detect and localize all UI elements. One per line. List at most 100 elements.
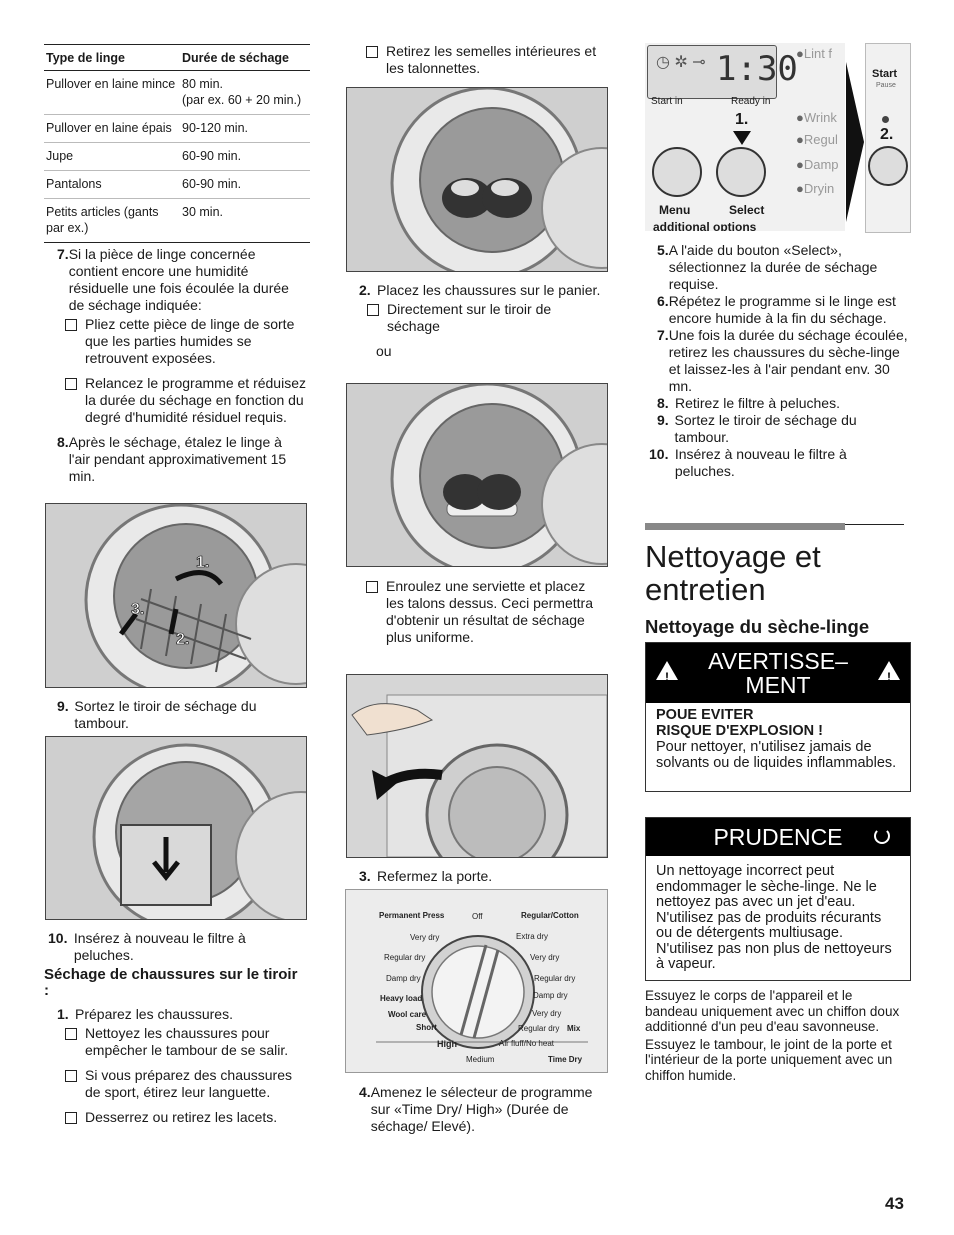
dial-label: Heavy load [380, 994, 422, 1003]
menu-label: Menu [659, 203, 691, 217]
indicator-icon: ● [796, 181, 804, 196]
shoes-with-towel-photo [346, 383, 608, 567]
table-header: Durée de séchage [180, 44, 310, 71]
dial-label: Regular/Cotton [521, 911, 579, 920]
drying-time-table-wrap: Type de linge Durée de séchage Pullover … [44, 44, 310, 243]
step-label: 1. [735, 111, 749, 128]
checkbox-bullet-icon [65, 1028, 77, 1040]
close-door-illustration [347, 675, 607, 857]
start-label: Start [872, 68, 898, 80]
checkbox-bullet-icon [65, 1112, 77, 1124]
indicator-icon: ● [796, 157, 804, 172]
caution-box: PRUDENCE Un nettoyage incorrect peut end… [645, 817, 911, 981]
dial-label: Air fluff/No heat [499, 1039, 555, 1048]
col1-step9: 9.Sortez le tiroir de séchage du tambour… [57, 698, 257, 731]
col1-step7: 7.Si la pièce de linge concernée contien… [57, 246, 306, 484]
dial-label: Very dry [532, 1009, 561, 1018]
page-number: 43 [885, 1194, 904, 1213]
additional-options-label: additional options [653, 220, 757, 231]
section-title: Nettoyage et entretien [645, 539, 821, 607]
table-cell: Pullover en laine épais [44, 114, 180, 143]
table-cell: 60-90 min. [180, 170, 310, 199]
table-row: Petits articles (gants par ex.) 30 min. [44, 198, 310, 243]
table-cell: 90-120 min. [180, 114, 310, 143]
table-row: Pantalons 60-90 min. [44, 170, 310, 199]
indicator-icon [882, 116, 889, 123]
col1-shoes-step1: 1.Préparez les chaussures. Nettoyez les … [57, 1006, 292, 1125]
program-dial: Permanent Press Off Regular/Cotton Very … [376, 911, 588, 1064]
indicator-icon: ● [796, 46, 804, 61]
shoes-with-towel-illustration [347, 384, 607, 566]
table-row: Pullover en laine épais 90-120 min. [44, 114, 310, 143]
dial-label: Extra dry [516, 932, 548, 941]
arrow-right-icon [846, 62, 864, 222]
caution-hand-icon [874, 828, 890, 844]
table-cell: Pullover en laine mince [44, 70, 180, 115]
drawer-removal-photo [45, 736, 307, 920]
caution-header: PRUDENCE [646, 818, 910, 856]
dial-label: Very dry [530, 953, 559, 962]
checkbox-bullet-icon [367, 304, 379, 316]
dial-label: Damp dry [533, 991, 568, 1000]
drum-drawer-photo: 1. 2. 3. [45, 503, 307, 688]
display-time: 1:30 [716, 49, 798, 89]
option-drying: ●Dryin [796, 181, 835, 196]
arrow-down-icon [733, 131, 751, 145]
col2-step3: 3.Refermez la porte. [359, 868, 493, 884]
warning-triangle-icon: ! [878, 661, 900, 684]
warning-box: ! AVERTISSE– MENT ! POUE EVITER RISQUE D… [645, 642, 911, 792]
table-cell: 80 min. [182, 77, 223, 91]
indicator-icon: ● [796, 132, 804, 147]
shoes-on-basket-illustration [347, 88, 607, 271]
table-cell: 30 min. [180, 198, 310, 243]
dial-label: Regular dry [518, 1024, 559, 1033]
start-panel: Start Pause 2. [865, 43, 911, 233]
dial-label: High [437, 1039, 457, 1049]
dial-label: Damp dry [386, 974, 421, 983]
menu-button[interactable] [652, 147, 702, 197]
dial-label: Off [472, 912, 483, 921]
dial-label: Short [416, 1023, 437, 1032]
dial-label: Regular dry [384, 953, 425, 962]
display: ◷ ✲ ⊸ 1:30 [647, 45, 798, 99]
step-label: 2. [880, 126, 894, 143]
table-header-row: Type de linge Durée de séchage [44, 44, 310, 71]
warning-body: POUE EVITER RISQUE D'EXPLOSION ! Pour ne… [656, 707, 897, 771]
dial-label: Wool care [388, 1010, 427, 1019]
col2-soles-bullet: Retirez les semelles intérieures et les … [366, 43, 604, 77]
indicator-icon: ● [796, 110, 804, 125]
close-door-photo [346, 674, 608, 858]
option-damp: ●Damp [796, 157, 839, 172]
dial-label: Permanent Press [379, 911, 445, 920]
shoes-on-basket-photo [346, 87, 608, 272]
select-button[interactable] [716, 147, 766, 197]
checkbox-bullet-icon [366, 46, 378, 58]
display-icons: ◷ ✲ ⊸ [656, 54, 706, 71]
checkbox-bullet-icon [366, 581, 378, 593]
option-regular: ●Regul [796, 132, 838, 147]
figure-label: 2. [176, 631, 189, 648]
col3-steps: 5.A l'aide du bouton «Select», sélection… [649, 242, 908, 479]
option-lint: ●Lint f [796, 46, 833, 61]
option-wrinkle: ●Wrink [796, 110, 837, 125]
warning-triangle-icon: ! [656, 661, 678, 684]
dial-label: Medium [466, 1055, 495, 1064]
table-row: Pullover en laine mince 80 min.(par ex. … [44, 70, 310, 115]
dial-label: Time Dry [548, 1055, 583, 1064]
dial-label: Regular dry [534, 974, 575, 983]
select-label: Select [729, 203, 765, 217]
col2-step2: 2.Placez les chaussures sur le panier. D… [359, 282, 601, 359]
section-rule-thin [845, 524, 904, 525]
section-subtitle: Nettoyage du sèche-linge [645, 616, 870, 637]
pause-label: Pause [876, 82, 896, 89]
cleaning-paragraphs: Essuyez le corps de l'appareil et le ban… [645, 988, 900, 1083]
drying-time-table: Type de linge Durée de séchage Pullover … [44, 44, 310, 243]
section-rule [645, 523, 845, 530]
figure-label: 1. [196, 554, 209, 571]
start-pause-button[interactable] [868, 146, 908, 186]
checkbox-bullet-icon [65, 378, 77, 390]
checkbox-bullet-icon [65, 319, 77, 331]
dial-label: Mix [567, 1024, 581, 1033]
control-panel-photo: ◷ ✲ ⊸ 1:30 Start in Ready in 1. Menu Sel… [645, 43, 845, 231]
table-cell: Pantalons [44, 170, 180, 199]
